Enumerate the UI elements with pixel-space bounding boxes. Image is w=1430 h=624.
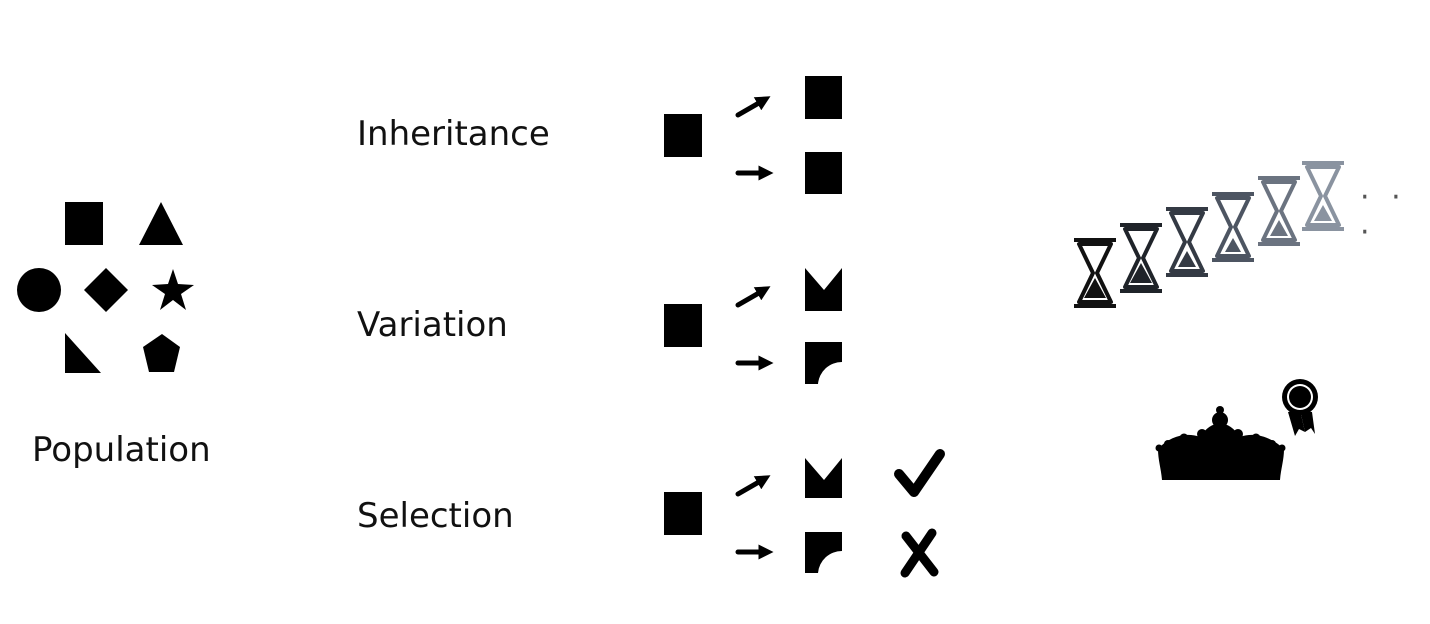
check-icon xyxy=(894,449,945,497)
child-square-icon xyxy=(805,152,842,194)
variation-row xyxy=(664,268,842,384)
cross-icon xyxy=(900,528,939,578)
population-shapes xyxy=(17,202,194,373)
notched-square-icon xyxy=(805,268,842,311)
parent-square-icon xyxy=(664,304,702,347)
arrow-icon xyxy=(735,96,771,118)
ellipsis: · · · xyxy=(1360,180,1407,250)
hourglass-icon xyxy=(1258,176,1300,246)
notched-square-icon xyxy=(805,458,842,498)
crown-icon xyxy=(1155,406,1286,480)
hourglass-icon xyxy=(1302,161,1344,231)
selection-row xyxy=(664,449,945,578)
selection-label: Selection xyxy=(357,496,514,536)
variation-label: Variation xyxy=(357,305,508,345)
hourglass-sequence xyxy=(1074,161,1344,308)
hourglass-icon xyxy=(1212,192,1254,262)
star-icon xyxy=(152,269,194,310)
inheritance-label: Inheritance xyxy=(357,114,550,154)
triangle-icon xyxy=(139,202,183,245)
inheritance-row xyxy=(664,76,842,194)
parent-square-icon xyxy=(664,114,702,157)
arrow-icon xyxy=(735,475,771,497)
circle-icon xyxy=(17,268,61,312)
diamond-icon xyxy=(84,268,128,312)
parent-square-icon xyxy=(664,492,702,535)
curved-square-icon xyxy=(805,342,842,384)
curved-square-icon xyxy=(805,532,842,573)
child-square-icon xyxy=(805,76,842,119)
award-ribbon-icon xyxy=(1282,379,1318,436)
right-triangle-icon xyxy=(65,333,101,373)
population-label: Population xyxy=(32,430,211,470)
pentagon-icon xyxy=(143,334,180,372)
hourglass-icon xyxy=(1166,207,1208,277)
square-icon xyxy=(65,202,103,245)
arrow-icon xyxy=(735,286,771,308)
hourglass-icon xyxy=(1074,238,1116,308)
hourglass-icon xyxy=(1120,223,1162,293)
